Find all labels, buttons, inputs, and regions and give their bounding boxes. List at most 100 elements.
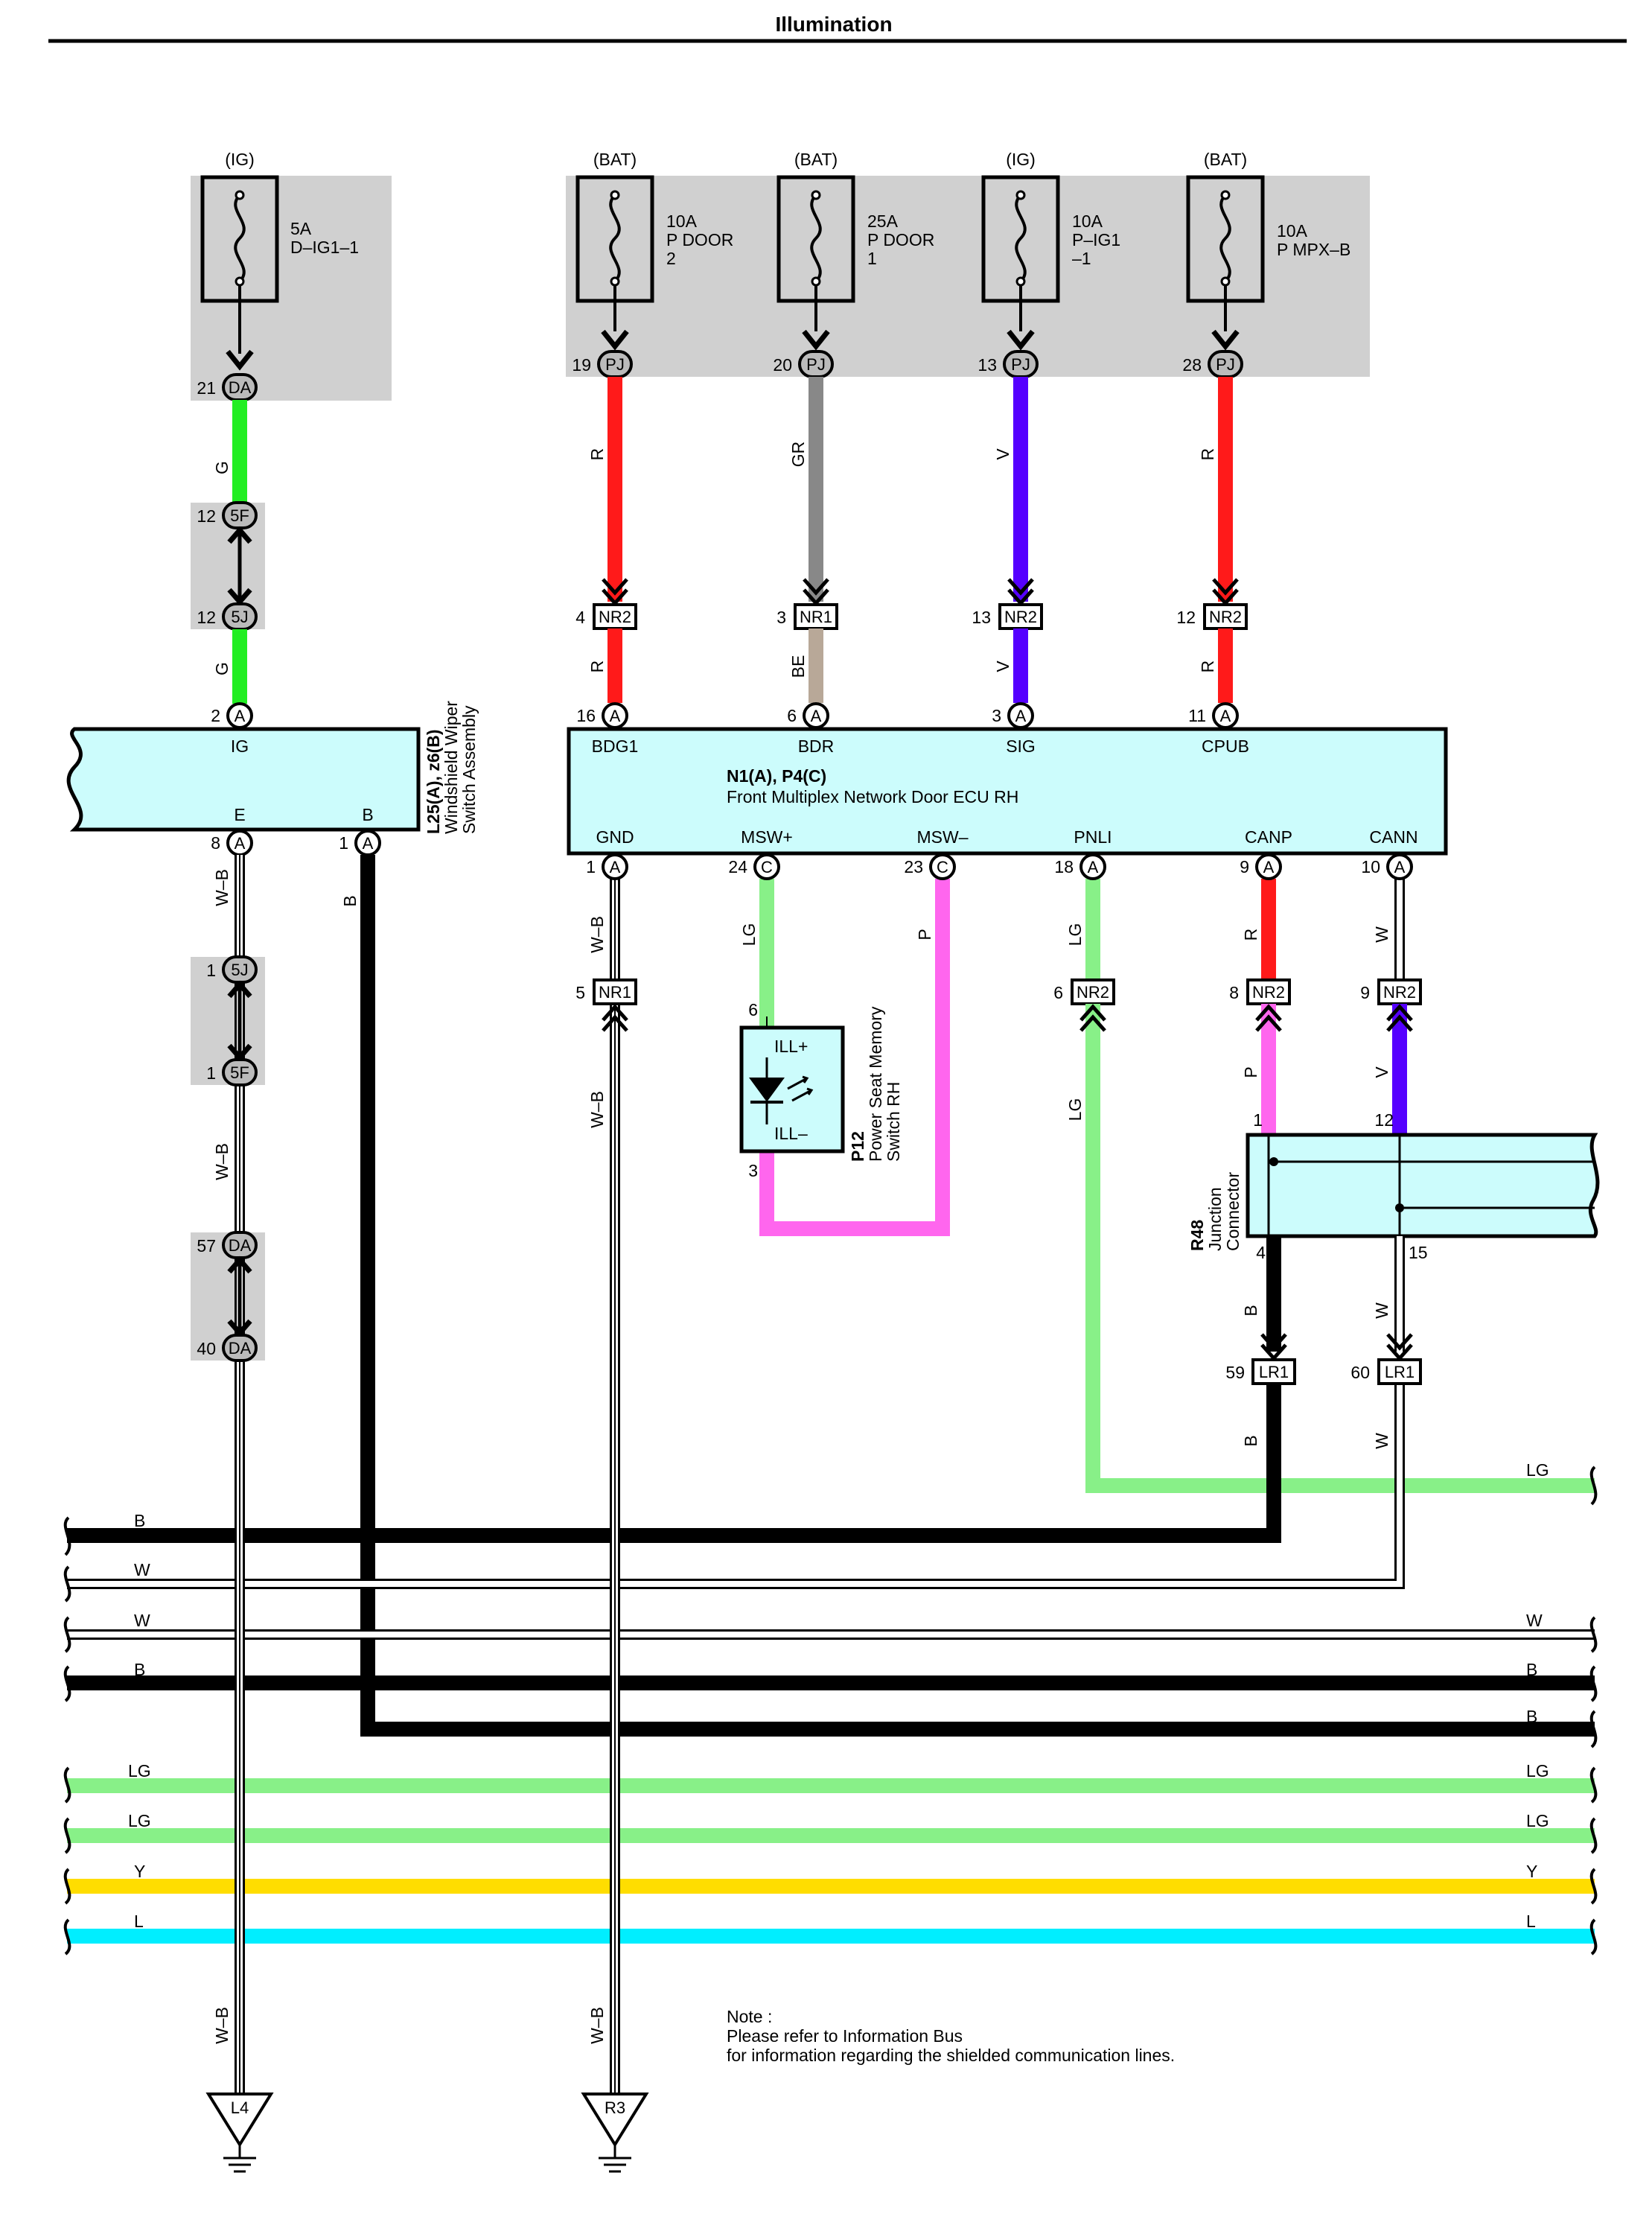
svg-text:1: 1 xyxy=(339,833,348,853)
connector-5j-5f: 5J 1 5F 1 xyxy=(206,955,258,1086)
svg-text:P DOOR: P DOOR xyxy=(666,230,733,249)
svg-text:L: L xyxy=(1526,1912,1536,1931)
svg-text:4: 4 xyxy=(575,608,585,627)
svg-text:MSW–: MSW– xyxy=(917,827,969,847)
arrow-icon xyxy=(1255,1004,1282,1032)
svg-text:12: 12 xyxy=(197,608,216,627)
svg-text:W–B: W–B xyxy=(587,1091,607,1128)
svg-text:R: R xyxy=(1198,448,1217,461)
fuse-p-door-2: (BAT) 10A P DOOR 2 PJ 19 xyxy=(572,150,733,378)
svg-text:LG: LG xyxy=(1526,1460,1549,1480)
svg-text:P DOOR: P DOOR xyxy=(867,230,934,249)
front-multiplex-network-door-ecu: BDG1 BDR SIG CPUB N1(A), P4(C) Front Mul… xyxy=(567,727,1448,856)
connector-nr1-3: NR1 3 xyxy=(776,603,838,630)
bus-b-junction xyxy=(67,1372,1281,1543)
svg-text:W–B: W–B xyxy=(587,2007,607,2044)
svg-text:A: A xyxy=(235,834,246,853)
svg-text:A: A xyxy=(1263,858,1275,876)
svg-text:V: V xyxy=(993,661,1012,672)
svg-text:B: B xyxy=(362,805,373,824)
svg-text:W–B: W–B xyxy=(587,916,607,953)
svg-text:PNLI: PNLI xyxy=(1074,827,1112,847)
connector-da-da: DA 57 DA 40 xyxy=(197,1231,258,1362)
svg-text:5A: 5A xyxy=(290,219,312,238)
junction-connector-r48: 1 12 4 15 R48 Junction Connector xyxy=(1187,1110,1600,1262)
svg-text:LR1: LR1 xyxy=(1259,1363,1289,1381)
svg-text:59: 59 xyxy=(1225,1363,1245,1382)
svg-text:for information regarding the: for information regarding the shielded c… xyxy=(727,2046,1175,2065)
svg-text:16: 16 xyxy=(576,706,596,725)
svg-text:ILL–: ILL– xyxy=(774,1124,808,1143)
wire-b-wiper xyxy=(360,855,1595,1737)
svg-text:PJ: PJ xyxy=(1216,355,1235,374)
svg-text:1: 1 xyxy=(867,249,877,268)
svg-text:NR2: NR2 xyxy=(1004,608,1037,626)
svg-text:A: A xyxy=(811,707,822,725)
fuse-d-ig1-1: (IG) 5A D–IG1–1 DA 21 xyxy=(197,150,359,401)
svg-text:A: A xyxy=(1015,707,1027,725)
svg-text:CPUB: CPUB xyxy=(1202,736,1249,756)
svg-text:Junction: Junction xyxy=(1205,1187,1225,1251)
svg-text:DA: DA xyxy=(229,1339,252,1358)
ecu-top-pins: A 16 A 6 A 3 A 11 xyxy=(576,702,1239,729)
svg-text:LG: LG xyxy=(1065,923,1085,946)
svg-text:11: 11 xyxy=(1188,706,1206,725)
svg-text:5: 5 xyxy=(575,983,585,1002)
svg-text:Windshield Wiper: Windshield Wiper xyxy=(441,701,461,834)
svg-text:8: 8 xyxy=(1229,983,1239,1002)
svg-text:10: 10 xyxy=(1361,857,1380,876)
svg-text:10A: 10A xyxy=(666,211,698,231)
svg-text:GND: GND xyxy=(596,827,634,847)
svg-text:W: W xyxy=(134,1611,150,1630)
fuse-p-mpx-b: (BAT) 10A P MPX–B PJ 28 xyxy=(1182,150,1350,378)
svg-text:6: 6 xyxy=(748,1000,758,1019)
svg-text:A: A xyxy=(1088,858,1099,876)
svg-text:5J: 5J xyxy=(231,608,248,626)
svg-text:E: E xyxy=(234,805,245,824)
svg-text:A: A xyxy=(610,858,621,876)
ground-l4: L4 xyxy=(205,2093,274,2173)
bus-w-junction xyxy=(67,1372,1405,1589)
svg-text:MSW+: MSW+ xyxy=(741,827,793,847)
svg-text:P–IG1: P–IG1 xyxy=(1072,230,1120,249)
svg-text:10A: 10A xyxy=(1072,211,1103,231)
svg-text:R: R xyxy=(587,448,607,461)
svg-text:40: 40 xyxy=(197,1339,216,1358)
ground-r3: R3 xyxy=(581,2093,649,2173)
svg-text:Y: Y xyxy=(1526,1862,1537,1881)
svg-text:DA: DA xyxy=(229,1236,252,1255)
svg-text:G: G xyxy=(212,461,232,474)
svg-text:NR1: NR1 xyxy=(599,983,631,1002)
svg-text:Switch Assembly: Switch Assembly xyxy=(459,705,479,834)
svg-text:20: 20 xyxy=(773,355,792,375)
svg-text:DA: DA xyxy=(229,378,252,397)
bus-break-left xyxy=(63,1516,71,1955)
svg-text:1: 1 xyxy=(586,857,596,876)
connector-nr2-13: NR2 13 xyxy=(972,603,1043,630)
ecu-bottom-pins: A 1 C 24 C 23 A 18 A 9 A 10 xyxy=(586,853,1413,880)
svg-text:24: 24 xyxy=(728,857,747,876)
svg-text:LR1: LR1 xyxy=(1385,1363,1415,1381)
svg-text:3: 3 xyxy=(992,706,1001,725)
svg-text:L: L xyxy=(134,1912,144,1931)
svg-text:R: R xyxy=(587,661,607,673)
svg-text:NR2: NR2 xyxy=(1077,983,1109,1002)
fuse-box-right xyxy=(566,176,1370,377)
svg-text:CANP: CANP xyxy=(1245,827,1292,847)
page-title: Illumination xyxy=(775,13,892,36)
svg-text:A: A xyxy=(1220,707,1231,725)
svg-text:L25(A), z6(B): L25(A), z6(B) xyxy=(424,729,443,834)
arrow-icon xyxy=(1079,1004,1106,1032)
svg-text:BDR: BDR xyxy=(798,736,835,756)
svg-text:W–B: W–B xyxy=(212,2007,232,2044)
wire-lg-pnli-lower xyxy=(1085,1004,1595,1493)
svg-text:8: 8 xyxy=(211,833,220,853)
svg-text:NR1: NR1 xyxy=(800,608,832,626)
svg-text:10A: 10A xyxy=(1277,221,1308,241)
svg-text:NR2: NR2 xyxy=(599,608,631,626)
svg-text:C: C xyxy=(937,858,948,876)
svg-text:(BAT): (BAT) xyxy=(794,150,838,169)
connector-5f-5j: 5F 12 5J 12 xyxy=(197,501,258,631)
svg-text:–1: –1 xyxy=(1072,249,1091,268)
svg-text:W: W xyxy=(1372,926,1391,943)
